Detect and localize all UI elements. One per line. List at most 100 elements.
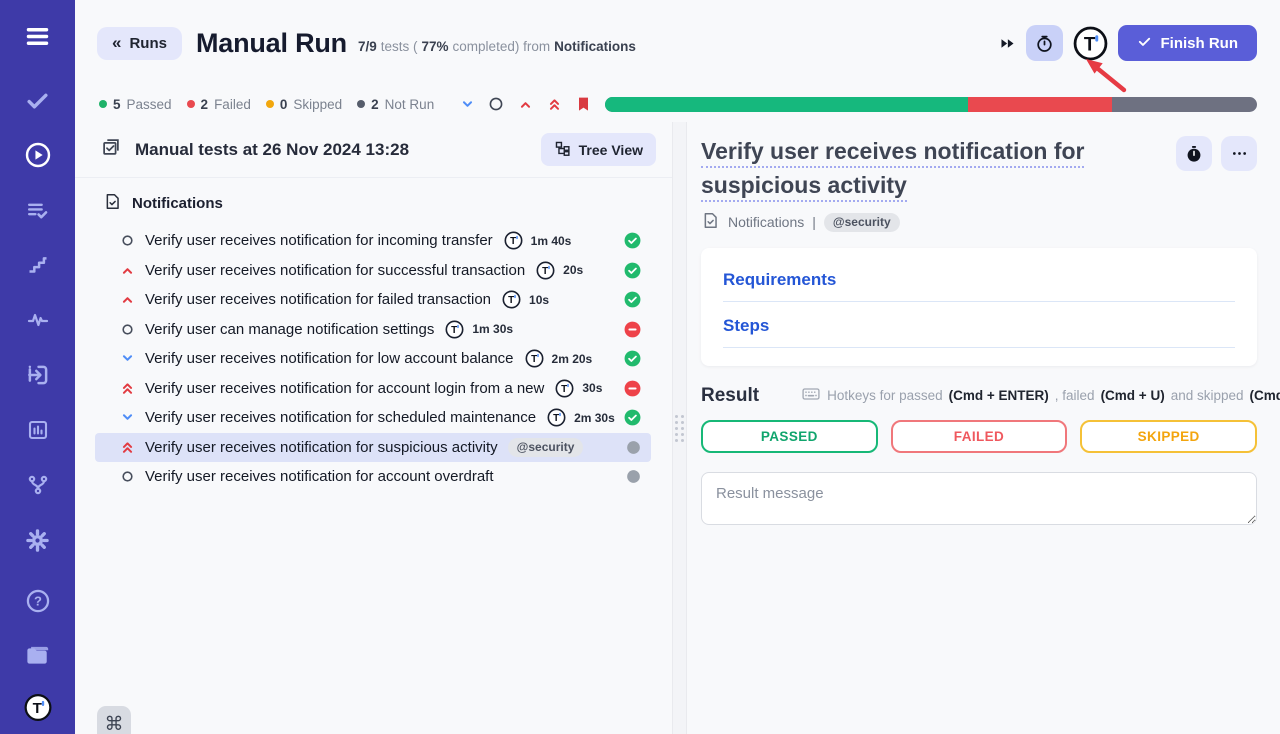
test-title: Verify user receives notification for fa…	[145, 291, 492, 309]
keyboard-icon	[801, 384, 821, 407]
result-message-input[interactable]	[701, 472, 1257, 525]
breadcrumb: Notifications | @security	[701, 211, 1257, 233]
status-passed-icon	[624, 262, 641, 279]
fast-forward-icon[interactable]	[999, 35, 1016, 52]
test-duration: 2m 20s	[551, 351, 593, 366]
hotkeys-hint-button[interactable]: ⌘	[97, 706, 131, 734]
breadcrumb-suite[interactable]: Notifications	[728, 214, 805, 230]
test-duration: 20s	[563, 263, 584, 278]
skipped-button[interactable]: SKIPPED	[1080, 420, 1258, 453]
priority-critical-icon	[120, 381, 135, 396]
document-check-icon	[701, 211, 720, 233]
svg-text:T: T	[510, 236, 516, 247]
svg-text:T: T	[561, 384, 567, 395]
pulse-icon[interactable]	[24, 306, 52, 334]
milestones-icon[interactable]	[24, 251, 52, 279]
import-icon[interactable]	[24, 361, 52, 389]
double-chevron-up-icon[interactable]	[545, 95, 563, 113]
tree-view-button[interactable]: Tree View	[540, 133, 656, 166]
failed-button[interactable]: FAILED	[890, 420, 1068, 453]
tree-view-icon	[554, 140, 571, 160]
status-not_run-icon	[626, 440, 641, 455]
circle-icon[interactable]	[487, 95, 505, 113]
passed-dot-icon	[99, 100, 107, 108]
test-row[interactable]: Verify user can manage notification sett…	[95, 315, 651, 345]
status-passed-icon	[624, 409, 641, 426]
steps-section-link[interactable]: Steps	[723, 316, 1235, 348]
result-buttons: PASSED FAILED SKIPPED	[701, 420, 1258, 453]
stopwatch-button[interactable]	[1176, 136, 1212, 171]
priority-normal-icon	[120, 233, 135, 248]
test-list: Verify user receives notification for in…	[75, 223, 672, 492]
failed-dot-icon	[186, 100, 195, 108]
help-icon[interactable]: ?	[24, 587, 52, 615]
priority-normal-icon	[120, 322, 135, 337]
svg-text:T: T	[508, 295, 514, 306]
back-to-runs-button[interactable]: « Runs	[97, 26, 182, 60]
passed-button[interactable]: PASSED	[701, 420, 878, 453]
detail-actions	[1176, 134, 1257, 171]
test-tag: @security	[507, 437, 584, 457]
test-detail-title[interactable]: Verify user receives notification for su…	[701, 134, 1169, 202]
test-title: Verify user receives notification for su…	[145, 261, 526, 279]
suite-row[interactable]: Notifications	[75, 178, 672, 223]
back-label: Runs	[129, 34, 167, 52]
suite-title: Notifications	[132, 195, 223, 212]
subtitle-text: tests (	[380, 39, 418, 54]
priority-high-icon	[120, 263, 135, 278]
bookmark-icon[interactable]	[574, 95, 592, 113]
test-row[interactable]: Verify user receives notification for sc…	[95, 403, 651, 433]
test-row[interactable]: Verify user receives notification for ac…	[95, 462, 651, 492]
projects-folder-icon[interactable]	[24, 640, 52, 668]
main-area: « Runs Manual Run 7/9 tests ( 77% comple…	[75, 0, 1280, 734]
sections-card: Requirements Steps	[701, 248, 1257, 366]
test-row[interactable]: Verify user receives notification for lo…	[95, 344, 651, 374]
test-title: Verify user receives notification for ac…	[145, 379, 545, 397]
testomat-logo-icon[interactable]: T	[1073, 26, 1108, 61]
splitter-grip-icon	[675, 414, 684, 442]
finish-run-label: Finish Run	[1160, 34, 1239, 52]
analytics-icon[interactable]	[24, 416, 52, 444]
test-row[interactable]: Verify user receives notification for fa…	[95, 285, 651, 315]
result-heading: Result	[701, 384, 760, 406]
panel-splitter[interactable]	[672, 122, 687, 734]
svg-text:T: T	[32, 699, 42, 716]
test-row[interactable]: Verify user receives notification for ac…	[95, 374, 651, 404]
tests-fraction: 7/9	[357, 39, 377, 54]
timer-button[interactable]	[1025, 25, 1063, 61]
result-message-wrap	[701, 472, 1257, 530]
test-title: Verify user can manage notification sett…	[145, 320, 435, 338]
testomat-logo-icon: T	[547, 408, 566, 427]
test-row[interactable]: Verify user receives notification for su…	[95, 432, 651, 462]
runs-play-icon[interactable]	[24, 141, 52, 169]
menu-icon[interactable]	[24, 22, 52, 50]
sidebar: ?T	[0, 0, 75, 734]
chevron-up-icon[interactable]	[516, 95, 534, 113]
status-passed-icon	[624, 291, 641, 308]
finish-run-button[interactable]: Finish Run	[1117, 25, 1257, 61]
more-options-button[interactable]	[1221, 136, 1257, 171]
svg-text:T: T	[451, 325, 457, 336]
settings-gear-icon[interactable]	[24, 526, 52, 554]
test-title: Verify user receives notification for in…	[145, 232, 493, 250]
status-passed-icon	[624, 350, 641, 367]
chevron-down-icon[interactable]	[458, 95, 476, 113]
sidebar-nav-bottom: ?T	[24, 587, 52, 721]
test-plans-icon[interactable]	[24, 196, 52, 224]
completed-percent: 77%	[421, 39, 449, 54]
testomat-logo-icon: T	[502, 290, 521, 309]
requirements-section-link[interactable]: Requirements	[723, 270, 1235, 302]
test-list-panel: Manual tests at 26 Nov 2024 13:28 Tree V…	[75, 122, 672, 734]
tests-check-icon[interactable]	[24, 86, 52, 114]
svg-text:T: T	[531, 354, 537, 365]
testomat-logo-icon[interactable]: T	[24, 693, 52, 721]
test-row[interactable]: Verify user receives notification for in…	[95, 226, 651, 256]
test-row[interactable]: Verify user receives notification for su…	[95, 256, 651, 286]
testomat-logo-icon: T	[536, 261, 555, 280]
priority-filter-strip	[458, 95, 592, 113]
svg-text:?: ?	[34, 594, 42, 609]
branches-icon[interactable]	[24, 471, 52, 499]
priority-high-icon	[120, 292, 135, 307]
